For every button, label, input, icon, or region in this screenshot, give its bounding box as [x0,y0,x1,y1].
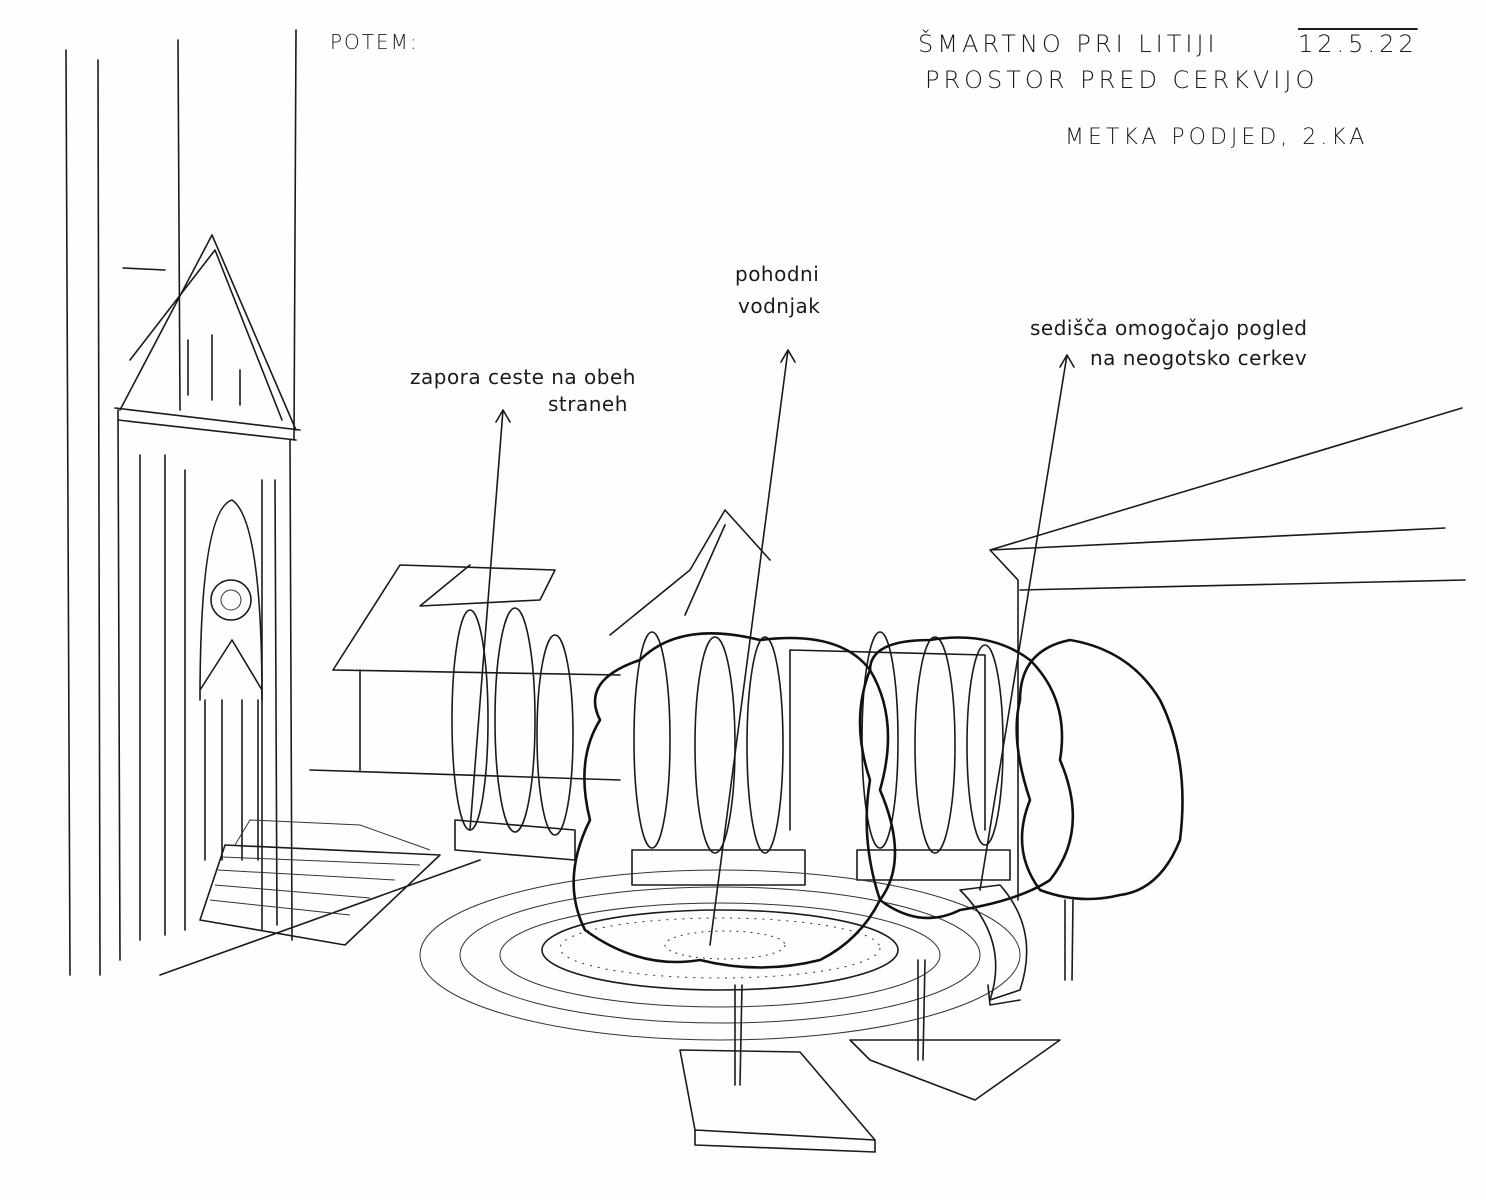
annotation-fountain: pohodni [735,262,820,286]
place-title: ŠMARTNO PRI LITIJI [918,30,1219,58]
date: 12.5.22 [1298,30,1418,58]
seating-benches [959,884,1028,1006]
annotation-seating-2: na neogotsko cerkev [1090,346,1308,370]
annotation-road-closure: zapora ceste na obeh [410,365,636,389]
walk-through-fountain [541,909,899,991]
neogothic-church [114,234,301,961]
foreground-tower [65,29,481,976]
annotation-seating: sedišča omogočajo pogled [1030,316,1308,340]
annotation-road-closure-2: straneh [548,392,628,416]
background-houses [309,407,1466,901]
author: METKA PODJED, 2.KA [1065,125,1369,150]
label-potem: POTEM: [330,30,419,54]
annotation-fountain-2: vodnjak [738,294,821,318]
tree-planters [679,1039,1061,1153]
cypress-trees [451,607,1011,886]
round-trees [572,632,1184,1086]
annotation-arrows [469,349,1075,946]
subject-title: PROSTOR PRED CERKVIJO [925,66,1319,94]
church-steps [199,819,441,946]
plaza-rings [419,869,1021,1041]
